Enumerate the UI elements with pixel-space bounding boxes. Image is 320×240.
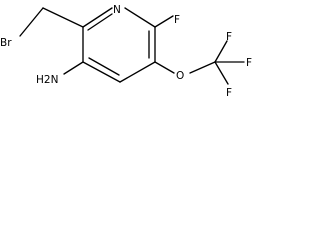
molecule-canvas: Br N F H2N O F F F (0, 0, 264, 100)
atom-n: N (113, 4, 121, 16)
atom-f-top: F (226, 31, 232, 43)
bond-br-ch2 (19, 7, 44, 37)
bond-c3-nh2 (63, 61, 84, 75)
bond-c2-n (82, 7, 113, 28)
bond-c5-o (154, 61, 175, 74)
bond-ch2-c2 (42, 7, 84, 28)
bond-c4-c3 (82, 61, 121, 83)
atom-br: Br (0, 37, 12, 49)
atom-f-bottom: F (226, 87, 232, 99)
atom-o: O (176, 70, 184, 82)
bond-c-f-top (214, 40, 228, 63)
atom-nh2: H2N (36, 74, 58, 86)
bond-c-f-bottom (214, 61, 229, 85)
atom-f-ring: F (174, 14, 180, 26)
bond-n-c6 (124, 7, 156, 28)
bond-c4-c3-inner (88, 57, 120, 76)
bond-c5-c4 (119, 61, 156, 83)
bond-o-cf3 (189, 61, 216, 74)
bond-c6-f (154, 15, 174, 28)
bond-c2-n-inner (87, 13, 113, 31)
atom-f-right: F (246, 57, 252, 69)
structure-diagram: Br N F H2N O F F F (0, 4, 252, 99)
